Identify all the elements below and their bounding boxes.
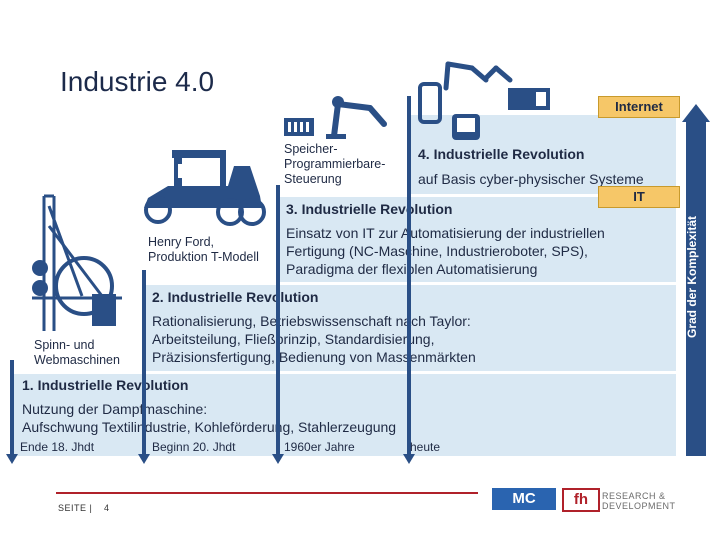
internet-badge: Internet bbox=[598, 96, 680, 118]
spinning-machines-label: Spinn- und Webmaschinen bbox=[34, 338, 120, 367]
plc-label: Speicher- Programmierbare- Steuerung bbox=[284, 142, 386, 186]
revolution-2-heading: 2. Industrielle Revolution bbox=[152, 289, 319, 305]
it-badge: IT bbox=[598, 186, 680, 208]
cyber-physical-devices-icon bbox=[418, 61, 550, 140]
revolution-1-heading: 1. Industrielle Revolution bbox=[22, 377, 189, 393]
timeline-label-4: heute bbox=[410, 440, 441, 454]
revolution-4-text: auf Basis cyber-physischer Systeme bbox=[418, 171, 644, 187]
step-revolution-3 bbox=[278, 194, 676, 282]
revolution-2-text: Rationalisierung, Betriebswissenschaft n… bbox=[152, 313, 476, 365]
timeline-marker-4 bbox=[407, 96, 411, 456]
plc-robot-icon bbox=[284, 96, 387, 139]
revolution-3-heading: 3. Industrielle Revolution bbox=[286, 201, 453, 217]
footer-page-number: 4 bbox=[104, 503, 110, 513]
spinning-machine-icon bbox=[32, 194, 122, 331]
page-title: Industrie 4.0 bbox=[60, 66, 215, 97]
fh-logo: fh bbox=[562, 488, 600, 512]
timeline-arrowheads bbox=[6, 454, 415, 464]
revolution-3-text: Einsatz von IT zur Automatisierung der i… bbox=[286, 225, 605, 277]
footer-divider bbox=[56, 492, 478, 494]
footer-page-label: SEITE | bbox=[58, 503, 93, 513]
timeline-marker-3 bbox=[276, 185, 280, 456]
timeline-marker-1 bbox=[10, 360, 14, 456]
model-t-car-icon bbox=[144, 150, 266, 226]
timeline-marker-2 bbox=[142, 270, 146, 456]
step-revolution-1 bbox=[12, 371, 676, 456]
timeline-label-2: Beginn 20. Jhdt bbox=[152, 440, 236, 454]
timeline-label-3: 1960er Jahre bbox=[284, 440, 355, 454]
mc-logo: MC bbox=[492, 488, 556, 510]
revolution-4-heading: 4. Industrielle Revolution bbox=[418, 146, 585, 162]
research-development-logo-text: RESEARCH & DEVELOPMENT bbox=[602, 491, 676, 511]
timeline-label-1: Ende 18. Jhdt bbox=[20, 440, 95, 454]
complexity-arrow bbox=[682, 104, 710, 456]
henry-ford-label: Henry Ford, Produktion T-Modell bbox=[148, 235, 259, 264]
complexity-axis-label: Grad der Komplexität bbox=[685, 215, 699, 339]
revolution-1-text: Nutzung der Dampfmaschine: Aufschwung Te… bbox=[22, 401, 397, 435]
